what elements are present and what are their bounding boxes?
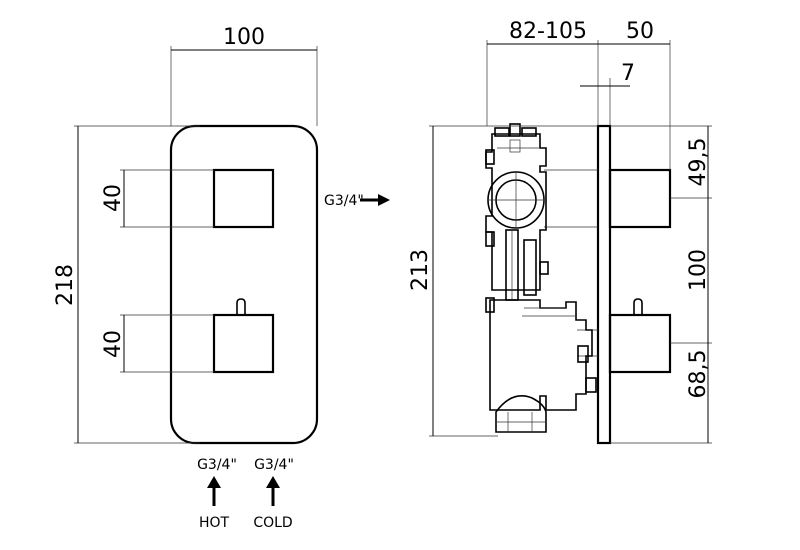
- outlet: G3/4": [324, 193, 390, 209]
- bottom-inlet-nut: [495, 395, 547, 433]
- lower-valve-body: [489, 299, 593, 411]
- dim-lower-handle: 40: [101, 314, 214, 373]
- cold-arrow-icon: [266, 476, 280, 488]
- dim-right-chain: 49,5 100 68,5: [610, 125, 712, 444]
- dim-top-offset-label: 49,5: [686, 138, 711, 187]
- dim-depth: 82-105: [486, 19, 599, 126]
- upper-handle-side: [608, 168, 672, 229]
- side-view: [485, 123, 672, 445]
- front-view: [169, 124, 319, 445]
- hot-arrow-icon: [207, 476, 221, 488]
- dim-side-height-label: 213: [408, 249, 433, 291]
- front-plate: [169, 124, 319, 445]
- lower-handle-side-button: [633, 298, 643, 315]
- cover-plate: [596, 124, 612, 445]
- lower-handle-button: [236, 298, 246, 315]
- dim-upper-handle-label: 40: [101, 184, 126, 212]
- lower-handle: [212, 313, 275, 374]
- hot-thread-label: G3/4": [197, 457, 237, 473]
- hot-label: HOT: [199, 515, 230, 531]
- dim-depth-label: 82-105: [509, 19, 587, 44]
- dim-front-width: 100: [170, 25, 318, 126]
- dim-handle-spacing-label: 100: [686, 249, 711, 291]
- cold-thread-label: G3/4": [254, 457, 294, 473]
- dim-side-height: 213: [408, 125, 598, 437]
- dim-lower-handle-label: 40: [101, 330, 126, 358]
- dim-bottom-offset-label: 68,5: [686, 350, 711, 399]
- upper-handle: [212, 168, 275, 229]
- cold-label: COLD: [253, 515, 292, 531]
- inlet-hot: G3/4" HOT: [197, 457, 237, 531]
- outlet-thread-label: G3/4": [324, 193, 364, 209]
- dim-upper-handle: 40: [101, 169, 214, 228]
- dim-front-width-label: 100: [223, 25, 265, 50]
- dim-plate-depth: 50: [598, 19, 671, 170]
- dim-plate-depth-label: 50: [626, 19, 654, 44]
- lower-handle-side: [608, 313, 672, 374]
- inlet-cold: G3/4" COLD: [253, 457, 294, 531]
- outlet-arrow-icon: [378, 194, 390, 206]
- dim-plate-thickness: 7: [580, 61, 635, 126]
- dim-front-height: 218: [53, 125, 200, 444]
- dim-plate-thickness-label: 7: [621, 61, 635, 86]
- dim-front-height-label: 218: [53, 264, 78, 306]
